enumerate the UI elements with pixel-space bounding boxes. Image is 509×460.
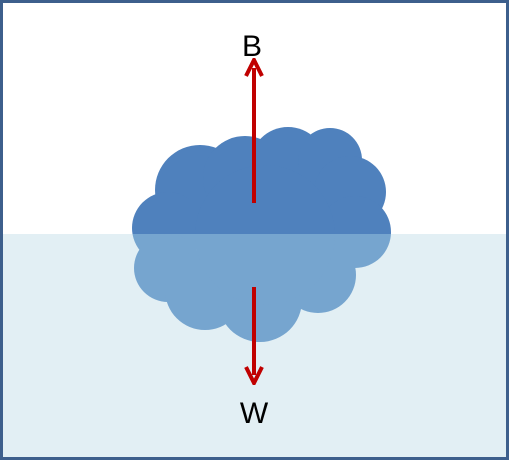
buoyancy-label: B xyxy=(242,30,262,63)
weight-label: W xyxy=(240,397,269,430)
